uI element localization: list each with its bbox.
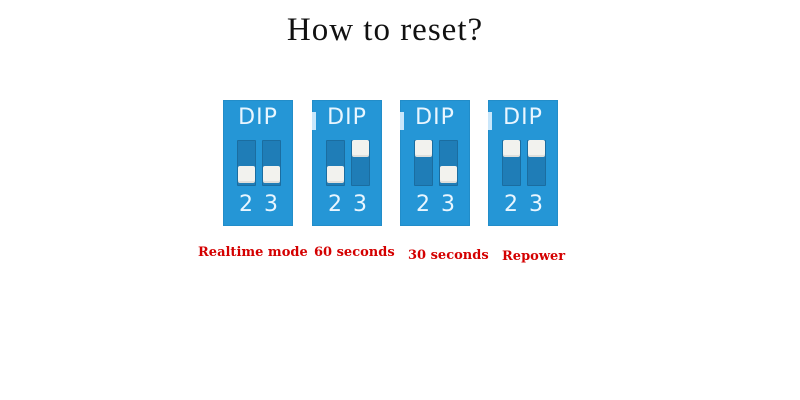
switch-knob-3: [352, 140, 369, 157]
panel-edge-mark: [400, 112, 404, 130]
switch-knob-2: [415, 140, 432, 157]
switch-slot-2: [414, 140, 433, 186]
dip-brand-label: DIP: [415, 105, 455, 130]
switch-slot-2: [237, 140, 256, 186]
dip-switch-repower: DIP 2 3: [488, 100, 558, 226]
dip-brand-label: DIP: [327, 105, 367, 130]
dip-brand-label: DIP: [503, 105, 543, 130]
panel-edge-mark: [312, 112, 316, 130]
pin-label-3: 3: [264, 192, 278, 217]
switch-slot-3: [351, 140, 370, 186]
switch-knob-3: [528, 140, 545, 157]
caption-repower: Repower: [502, 249, 566, 264]
switch-slot-3: [262, 140, 281, 186]
switch-slot-2: [326, 140, 345, 186]
dip-switch-60-seconds: DIP 2 3: [312, 100, 382, 226]
switch-slot-3: [527, 140, 546, 186]
page-title: How to reset?: [286, 12, 484, 48]
switch-knob-3: [440, 166, 457, 183]
switch-knob-3: [263, 166, 280, 183]
switch-knob-2: [327, 166, 344, 183]
pin-label-3: 3: [353, 192, 367, 217]
pin-label-3: 3: [441, 192, 455, 217]
caption-60-seconds: 60 seconds: [314, 245, 395, 260]
dip-brand-label: DIP: [238, 105, 278, 130]
pin-label-2: 2: [416, 192, 430, 217]
switch-slot-3: [439, 140, 458, 186]
switch-knob-2: [238, 166, 255, 183]
pin-label-3: 3: [529, 192, 543, 217]
pin-label-2: 2: [504, 192, 518, 217]
switch-knob-2: [503, 140, 520, 157]
switch-slot-2: [502, 140, 521, 186]
pin-label-2: 2: [328, 192, 342, 217]
dip-switch-realtime: DIP 2 3: [223, 100, 293, 226]
panel-edge-mark: [488, 112, 492, 130]
dip-switch-30-seconds: DIP 2 3: [400, 100, 470, 226]
pin-label-2: 2: [239, 192, 253, 217]
caption-realtime-mode: Realtime mode: [198, 245, 308, 260]
caption-30-seconds: 30 seconds: [408, 248, 489, 263]
